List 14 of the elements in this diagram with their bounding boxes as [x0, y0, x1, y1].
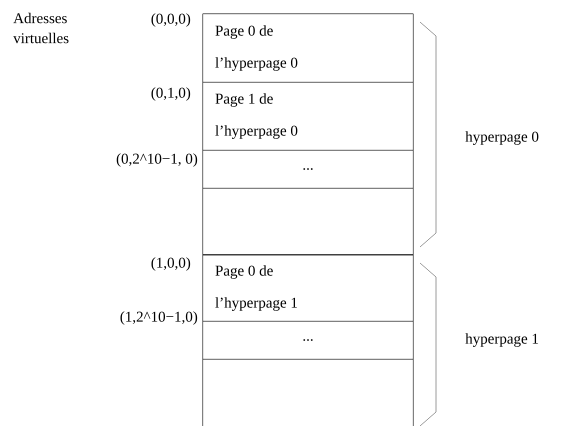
memory-cell: Page 0 de l’hyperpage 1	[202, 254, 414, 322]
address-label: (0,2^10−1, 0)	[116, 153, 198, 167]
memory-cell: Page 0 de l’hyperpage 0	[202, 14, 414, 82]
memory-cell: ...	[202, 150, 414, 188]
memory-cell: Page 1 de l’hyperpage 0	[202, 82, 414, 150]
address-label: hyperpage 1	[465, 333, 538, 347]
address-label: (1,2^10−1,0)	[120, 311, 198, 325]
memory-cell	[202, 358, 414, 426]
memory-cell	[202, 188, 414, 256]
memory-cell: ...	[202, 320, 414, 360]
address-label: hyperpage 0	[465, 131, 538, 145]
address-label: (0,1,0)	[151, 87, 190, 101]
address-label: (1,0,0)	[151, 257, 190, 271]
address-label: Adresses virtuelles	[13, 12, 68, 44]
